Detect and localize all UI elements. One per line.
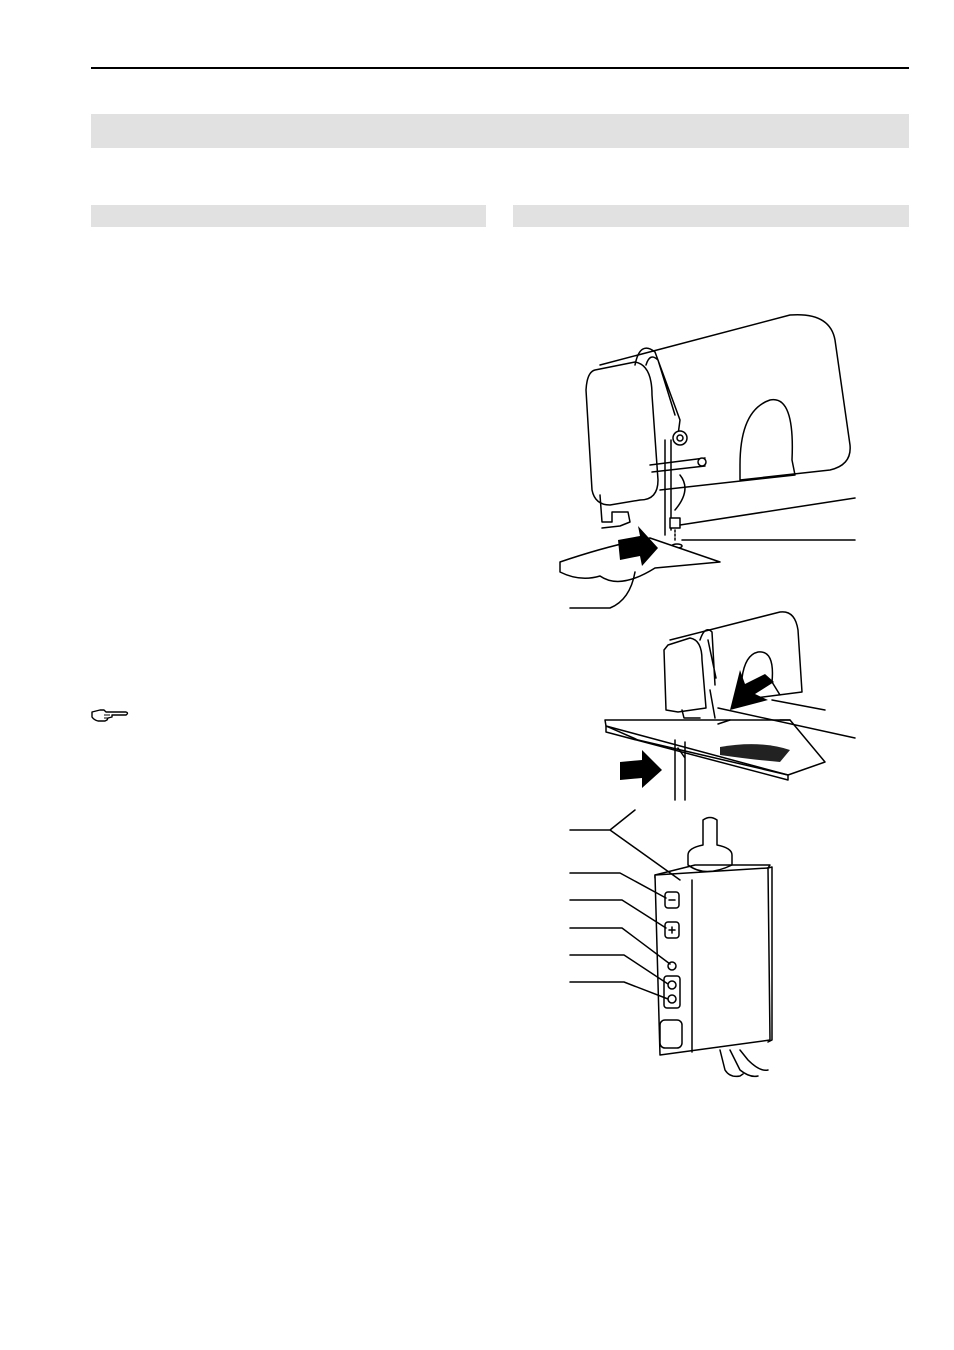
machine-head: [585, 361, 659, 506]
thread-lever: [634, 347, 681, 436]
fabric: [559, 537, 721, 583]
feed-arrow-upper: [618, 526, 658, 566]
machine-arm: [599, 313, 851, 491]
pointing-hand-icon: [91, 709, 129, 722]
right-column-heading-bar: [513, 205, 909, 227]
table-machine: [669, 611, 803, 701]
sewing-machine-illustration: [559, 313, 856, 1078]
feed-arrow-lower: [730, 670, 774, 710]
header-rule: [91, 67, 909, 69]
knee-arrow: [620, 750, 662, 788]
section-title-bar: [91, 114, 909, 148]
presser-foot: [599, 494, 631, 529]
control-box-knob: [687, 816, 733, 873]
left-column-heading-bar: [91, 205, 486, 227]
